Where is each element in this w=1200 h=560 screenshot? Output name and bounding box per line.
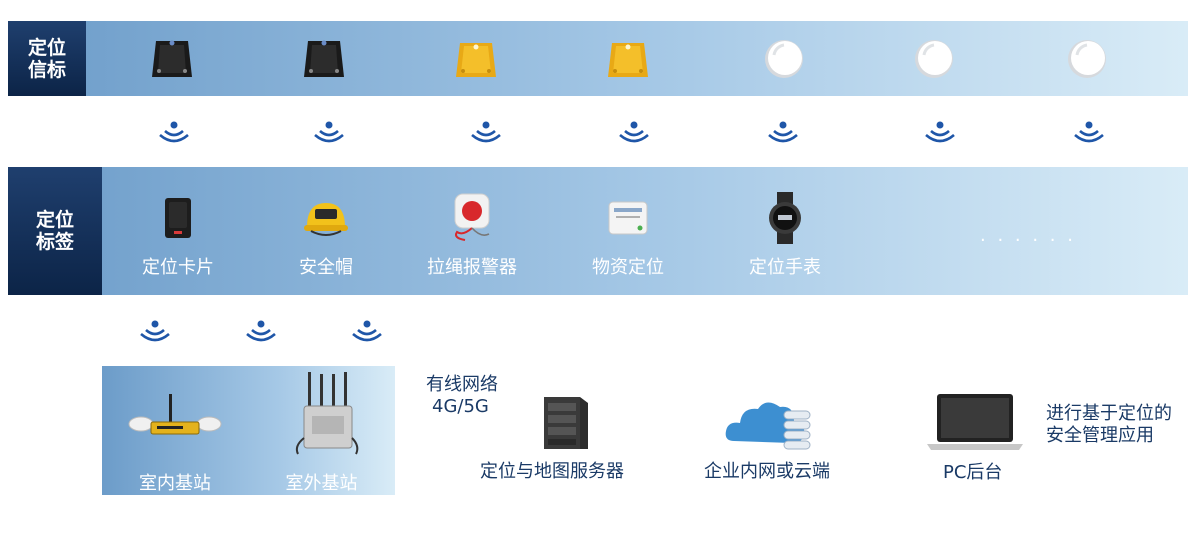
more-tags-ellipsis: . . . . . .: [980, 225, 1076, 246]
signal-wave-icon: [471, 121, 501, 143]
yellow-beacon-icon: [456, 43, 496, 77]
tag-item-helmet: 安全帽: [266, 191, 386, 279]
server-icon: [544, 397, 588, 449]
asset-tag-icon: [608, 201, 648, 235]
outdoor-station-label: 室外基站: [285, 473, 358, 494]
beacon-label-line1: 定位: [27, 36, 66, 59]
cloud-label: 企业内网或云端: [704, 461, 830, 482]
beacon-band: 定位信标: [8, 21, 1188, 96]
apps-label: 进行基于定位的 安全管理应用: [1046, 403, 1172, 447]
beacon-label-line2: 信标: [27, 58, 66, 81]
white-round-beacon-icon: [915, 40, 953, 78]
apps-line2: 安全管理应用: [1046, 425, 1154, 446]
indoor-station-icon: [128, 394, 222, 435]
tag-item-asset: 物资定位: [568, 191, 688, 279]
signal-wave-icon: [768, 121, 798, 143]
base-stations-panel: 室内基站 室外基站: [102, 366, 395, 495]
tag-item-card: 定位卡片: [118, 191, 238, 279]
beacon-label: 定位信标: [8, 21, 86, 96]
indoor-station-label: 室内基站: [139, 473, 211, 494]
signal-wave-icon: [246, 320, 276, 342]
pc-label: PC后台: [943, 462, 1003, 483]
tag-item-label: 定位卡片: [142, 257, 214, 278]
server-label: 定位与地图服务器: [480, 461, 624, 482]
tag-item-label: 安全帽: [299, 257, 353, 278]
tag-label-line1: 定位: [35, 209, 74, 231]
helmet-icon: [304, 203, 348, 236]
outdoor-station-icon: [295, 372, 359, 455]
tag-item-label: 物资定位: [592, 257, 664, 278]
tag-item-watch: 定位手表: [725, 191, 845, 279]
black-beacon-icon: [304, 40, 344, 77]
white-round-beacon-icon: [1068, 40, 1106, 78]
signal-wave-icon: [352, 320, 382, 342]
cloud-icon: [725, 402, 811, 450]
yellow-beacon-icon: [608, 43, 648, 77]
signal-wave-icon: [314, 121, 344, 143]
signal-wave-icon: [619, 121, 649, 143]
signal-wave-icon: [140, 320, 170, 342]
black-beacon-icon: [152, 40, 192, 77]
network-label: 有线网络 4G/5G: [426, 374, 498, 418]
network-line1: 有线网络: [426, 374, 498, 395]
tag-label: 定位标签: [8, 167, 102, 295]
tag-label-line2: 标签: [35, 231, 74, 253]
network-line2: 4G/5G: [432, 396, 489, 417]
white-round-beacon-icon: [765, 40, 803, 78]
watch-icon: [769, 192, 801, 244]
signal-wave-icon: [1074, 121, 1104, 143]
signal-wave-icon: [925, 121, 955, 143]
pull-cord-alarm-icon: [454, 193, 490, 241]
tag-item-alarm: 拉绳报警器: [412, 191, 532, 279]
tag-card-icon: [165, 198, 191, 238]
tag-band: 定位标签 定位卡片 安全帽 拉绳报警器: [8, 167, 1188, 295]
laptop-icon: [927, 394, 1023, 450]
tag-item-label: 拉绳报警器: [427, 257, 517, 278]
signal-wave-icon: [159, 121, 189, 143]
tag-item-label: 定位手表: [749, 257, 821, 278]
apps-line1: 进行基于定位的: [1046, 403, 1172, 424]
